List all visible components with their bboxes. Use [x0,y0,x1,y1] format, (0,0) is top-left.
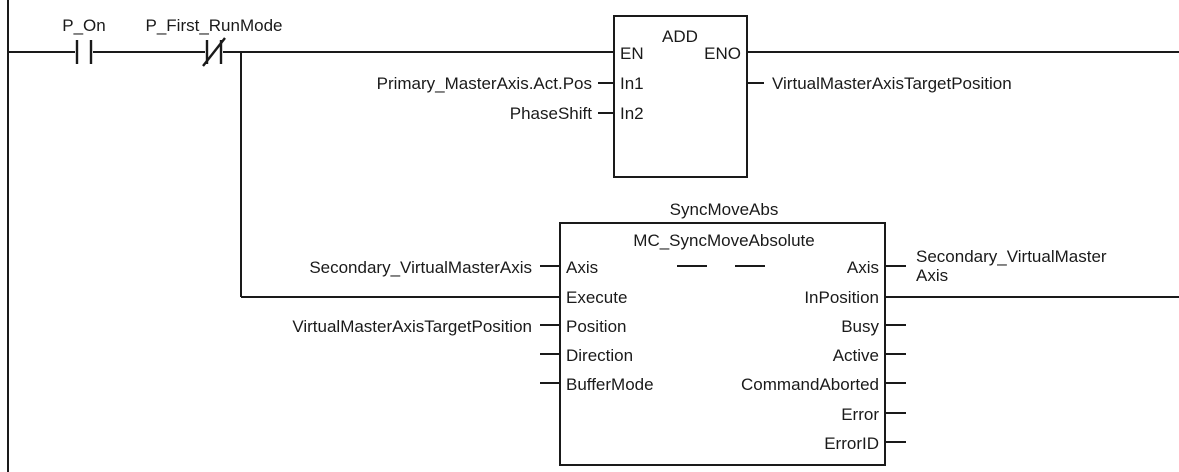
add-pin-in1: In1 [620,74,644,93]
sync-pin-active: Active [833,346,879,365]
add-pin-in2: In2 [620,104,644,123]
sync-pin-command-aborted: CommandAborted [741,375,879,394]
add-pin-eno: ENO [704,44,741,63]
contact-label-p-first-runmode: P_First_RunMode [145,16,282,35]
sync-pin-axis-out: Axis [847,258,879,277]
sync-block-type: MC_SyncMoveAbsolute [633,231,814,250]
sync-pin-error: Error [841,405,879,424]
add-in1-variable: Primary_MasterAxis.Act.Pos [377,74,592,93]
sync-axis-in-variable: Secondary_VirtualMasterAxis [309,258,532,277]
add-block-title: ADD [662,27,698,46]
contact-p-on[interactable] [75,40,93,64]
sync-instance-name: SyncMoveAbs [670,200,779,219]
sync-pin-error-id: ErrorID [824,434,879,453]
sync-axis-out-variable-line2: Axis [916,266,948,285]
sync-pin-position: Position [566,317,626,336]
sync-axis-out-variable-line1: Secondary_VirtualMaster [916,247,1107,266]
sync-move-absolute-block[interactable] [559,222,886,466]
sync-position-variable: VirtualMasterAxisTargetPosition [292,317,532,336]
add-in2-variable: PhaseShift [510,104,592,123]
add-function-block[interactable] [613,15,748,178]
sync-pin-busy: Busy [841,317,879,336]
add-pin-en: EN [620,44,644,63]
add-out-variable: VirtualMasterAxisTargetPosition [772,74,1012,93]
contact-label-p-on: P_On [62,16,105,35]
sync-pin-in-position: InPosition [804,288,879,307]
sync-pin-axis-in: Axis [566,258,598,277]
sync-pin-buffer-mode: BufferMode [566,375,654,394]
contact-p-first-runmode[interactable] [202,37,226,67]
sync-pin-direction: Direction [566,346,633,365]
sync-pin-execute: Execute [566,288,627,307]
